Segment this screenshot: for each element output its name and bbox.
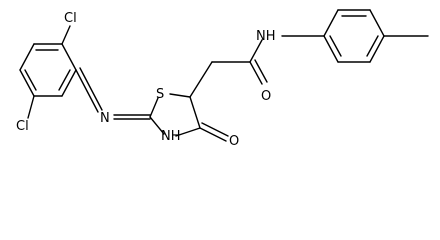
bond <box>189 61 213 98</box>
bond <box>169 93 191 98</box>
dichlorophenyl-ring <box>19 43 77 97</box>
bond <box>19 43 35 71</box>
bond <box>369 35 385 63</box>
bond <box>189 96 201 129</box>
bond <box>61 25 71 45</box>
amide-oxygen-label: O <box>261 89 271 104</box>
bond <box>323 35 339 63</box>
bond <box>24 69 37 91</box>
tolyl-ring <box>323 9 385 63</box>
bond <box>19 69 35 97</box>
ring-nh-label: NH <box>161 129 181 144</box>
sulfur-label: S <box>156 87 164 102</box>
bond <box>61 69 77 97</box>
bond <box>149 97 159 118</box>
bond <box>369 9 385 37</box>
bond <box>75 69 99 113</box>
chlorine-label-top: Cl <box>64 11 77 26</box>
bond <box>58 69 71 91</box>
bond <box>61 43 77 71</box>
bond <box>249 39 263 63</box>
amide-nh-label: NH <box>256 29 276 44</box>
bond <box>366 35 379 57</box>
bond <box>175 127 201 137</box>
molecule-canvas: Cl Cl N S NH O O NH <box>16 9 429 149</box>
bond <box>79 67 103 111</box>
bond <box>199 127 227 142</box>
bond <box>323 9 339 37</box>
bond <box>254 59 268 83</box>
bond <box>249 61 263 85</box>
ring-oxygen-label: O <box>229 134 239 149</box>
bond <box>27 95 35 119</box>
imine-nitrogen-label: N <box>100 111 110 126</box>
bond <box>201 122 229 137</box>
bond <box>149 116 165 135</box>
chlorine-label-bottom: Cl <box>16 119 29 134</box>
bond <box>329 35 342 57</box>
structure-diagram: Cl Cl N S NH O O NH <box>16 9 429 149</box>
thiazolidinone-ring <box>149 93 201 137</box>
